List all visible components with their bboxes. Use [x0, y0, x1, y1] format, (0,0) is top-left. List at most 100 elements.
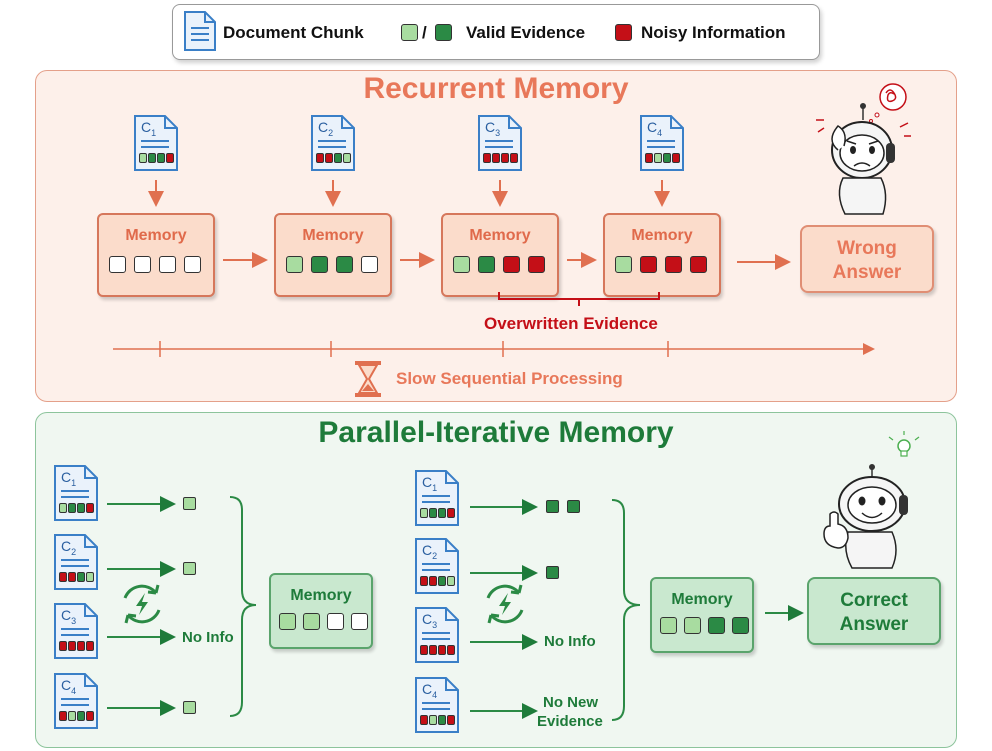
chunk-letter: C	[422, 681, 433, 697]
evidence-square	[690, 256, 707, 273]
legend-dark-green-square	[435, 24, 452, 41]
evidence-square	[166, 153, 174, 163]
evidence-square	[438, 508, 446, 518]
evidence-square	[157, 153, 165, 163]
chunk-label: C2	[318, 119, 333, 138]
chunk-index: 2	[71, 546, 77, 557]
happy-robot-icon	[823, 431, 920, 569]
evidence-square	[86, 572, 94, 582]
no-new-evidence-line-1: No New	[543, 694, 599, 711]
chunk-letter: C	[141, 119, 152, 135]
chunk-label: C4	[61, 677, 76, 696]
chunk-letter: C	[647, 119, 658, 135]
evidence-square	[732, 617, 749, 634]
left-brace	[229, 496, 257, 717]
evidence-square	[453, 256, 470, 273]
chunk-label: C3	[61, 607, 76, 626]
chunk-index: 1	[71, 477, 77, 488]
evidence-square	[68, 641, 76, 651]
chunk-index: 1	[151, 127, 157, 138]
document-chunk-icon: C3	[414, 606, 460, 664]
document-chunk-icon: C1	[53, 464, 99, 522]
evidence-square	[134, 256, 151, 273]
evidence-square	[59, 503, 67, 513]
evidence-square	[77, 503, 85, 513]
evidence-square	[159, 256, 176, 273]
memory-label: Memory	[125, 227, 187, 244]
evidence-square	[77, 572, 85, 582]
evidence-square	[447, 715, 455, 725]
evidence-square	[68, 711, 76, 721]
legend-slash: /	[422, 23, 427, 42]
parallel-iterative-memory-panel	[35, 412, 957, 748]
evidence-square	[447, 508, 455, 518]
evidence-square	[420, 645, 428, 655]
chunk-letter: C	[61, 677, 72, 693]
correct-answer-box: Correct Answer	[807, 577, 941, 645]
document-chunk-icon: C3	[53, 602, 99, 660]
output-evidence-square	[567, 500, 580, 513]
evidence-square	[303, 613, 320, 630]
chunk-label: C1	[422, 474, 437, 493]
evidence-square	[420, 576, 428, 586]
chunk-label: C3	[485, 119, 500, 138]
evidence-square	[59, 711, 67, 721]
right-brace	[611, 499, 641, 721]
evidence-square	[184, 256, 201, 273]
evidence-square	[351, 613, 368, 630]
evidence-square	[429, 715, 437, 725]
recurrent-memory-box-2: Memory	[274, 213, 392, 297]
evidence-square	[86, 711, 94, 721]
evidence-square	[327, 613, 344, 630]
output-evidence-square	[183, 562, 196, 575]
slow-sequential-processing-label: Slow Sequential Processing	[396, 369, 623, 388]
correct-answer-line-2: Answer	[839, 614, 909, 635]
evidence-square	[429, 576, 437, 586]
overwritten-evidence-label: Overwritten Evidence	[484, 314, 658, 333]
evidence-square	[528, 256, 545, 273]
evidence-square	[640, 256, 657, 273]
evidence-square	[429, 645, 437, 655]
chunk-letter: C	[318, 119, 329, 135]
chunk-index: 3	[432, 619, 438, 630]
output-evidence-square	[546, 566, 559, 579]
correct-answer-line-1: Correct	[840, 590, 908, 611]
hourglass-icon	[355, 361, 381, 397]
chunk-label: C2	[422, 542, 437, 561]
chunk-letter: C	[485, 119, 496, 135]
evidence-square	[420, 715, 428, 725]
evidence-square	[438, 645, 446, 655]
evidence-square	[286, 256, 303, 273]
memory-label: Memory	[671, 591, 733, 608]
parallel-iterative-memory-title: Parallel-Iterative Memory	[318, 416, 674, 449]
document-chunk-icon: C1	[414, 469, 460, 527]
chunk-label: C1	[61, 469, 76, 488]
legend-light-green-square	[401, 24, 418, 41]
timeline	[113, 341, 875, 357]
evidence-square	[343, 153, 351, 163]
wrong-answer-box: Wrong Answer	[800, 225, 934, 293]
evidence-square	[672, 153, 680, 163]
parallel-left-arrows	[107, 496, 176, 716]
chunk-letter: C	[422, 474, 433, 490]
output-evidence-square	[183, 701, 196, 714]
recurrent-memory-title: Recurrent Memory	[363, 72, 629, 105]
chunk-letter: C	[61, 538, 72, 554]
legend-document-chunk: Document Chunk	[223, 23, 364, 42]
evidence-square	[316, 153, 324, 163]
evidence-square	[334, 153, 342, 163]
evidence-square	[665, 256, 682, 273]
wrong-answer-line-1: Wrong	[837, 238, 897, 259]
evidence-square	[663, 153, 671, 163]
legend-valid-evidence: Valid Evidence	[466, 23, 586, 42]
document-chunk-icon: C4	[53, 672, 99, 730]
evidence-square	[645, 153, 653, 163]
recurrent-memory-box-1: Memory	[97, 213, 215, 297]
evidence-square	[429, 508, 437, 518]
refresh-lightning-icon	[486, 584, 524, 624]
evidence-square	[501, 153, 509, 163]
chunk-index: 1	[432, 482, 438, 493]
legend-box	[172, 4, 820, 60]
chunk-index: 4	[432, 689, 438, 700]
